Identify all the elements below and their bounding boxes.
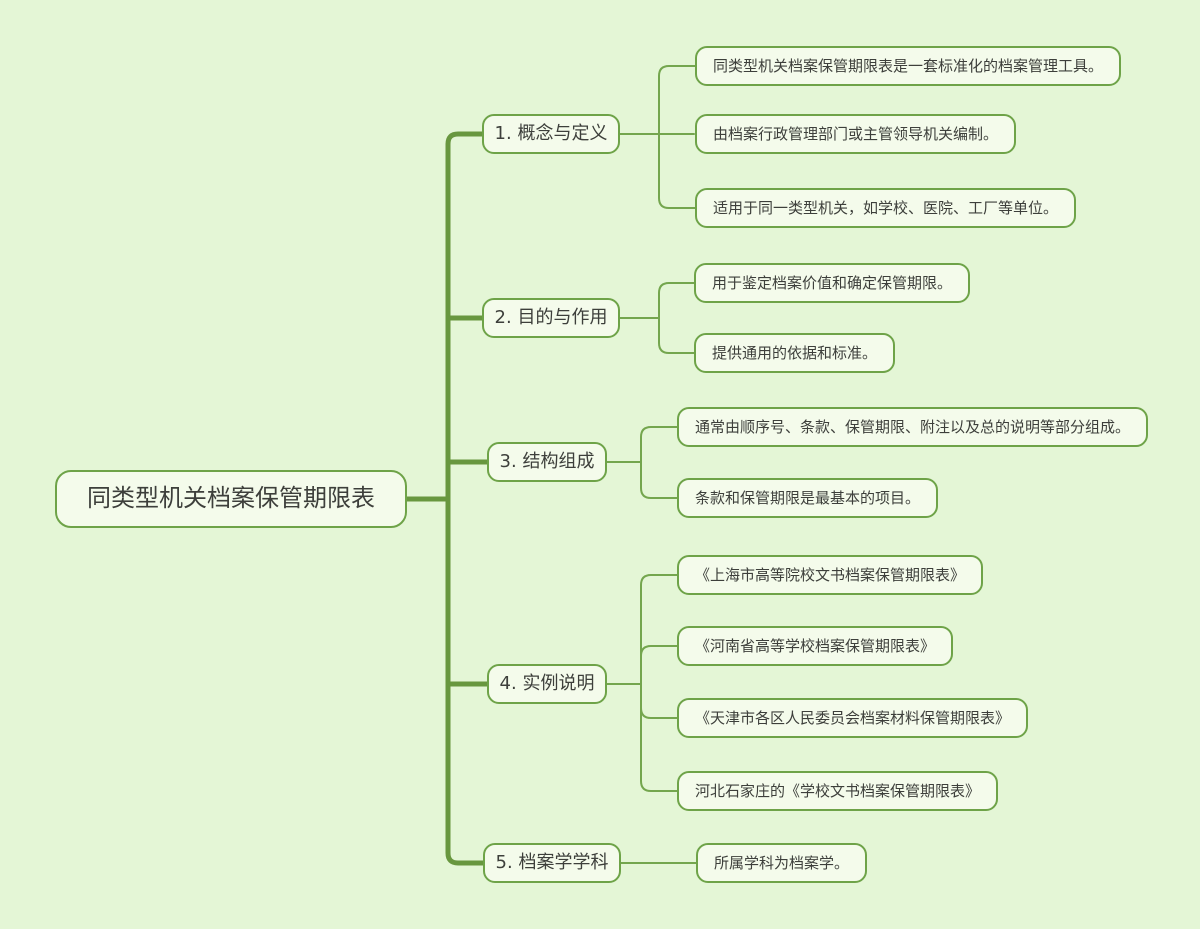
leaf-node-4-2[interactable]: 《河南省高等学校档案保管期限表》 xyxy=(677,626,954,666)
leaf-node-4-1[interactable]: 《上海市高等院校文书档案保管期限表》 xyxy=(677,555,984,595)
leaf-node-3-2[interactable]: 条款和保管期限是最基本的项目。 xyxy=(677,478,939,518)
root-node[interactable]: 同类型机关档案保管期限表 xyxy=(55,470,407,528)
leaf-node-1-3[interactable]: 适用于同一类型机关，如学校、医院、工厂等单位。 xyxy=(695,188,1077,228)
branch-node-5[interactable]: 5. 档案学学科 xyxy=(483,843,621,883)
leaf-node-3-1[interactable]: 通常由顺序号、条款、保管期限、附注以及总的说明等部分组成。 xyxy=(677,407,1149,447)
branch-node-3[interactable]: 3. 结构组成 xyxy=(487,442,607,482)
leaf-node-2-2[interactable]: 提供通用的依据和标准。 xyxy=(694,333,896,373)
leaf-node-1-2[interactable]: 由档案行政管理部门或主管领导机关编制。 xyxy=(695,114,1017,154)
leaf-connector-lines xyxy=(597,65,697,864)
leaf-node-1-1[interactable]: 同类型机关档案保管期限表是一套标准化的档案管理工具。 xyxy=(695,46,1122,86)
branch-node-1[interactable]: 1. 概念与定义 xyxy=(482,114,620,154)
trunk-lines xyxy=(404,131,490,866)
leaf-node-4-4[interactable]: 河北石家庄的《学校文书档案保管期限表》 xyxy=(677,771,999,811)
leaf-node-2-1[interactable]: 用于鉴定档案价值和确定保管期限。 xyxy=(694,263,971,303)
branch-node-4[interactable]: 4. 实例说明 xyxy=(487,664,607,704)
branch-node-2[interactable]: 2. 目的与作用 xyxy=(482,298,620,338)
leaf-node-4-3[interactable]: 《天津市各区人民委员会档案材料保管期限表》 xyxy=(677,698,1029,738)
leaf-node-5-1[interactable]: 所属学科为档案学。 xyxy=(696,843,868,883)
